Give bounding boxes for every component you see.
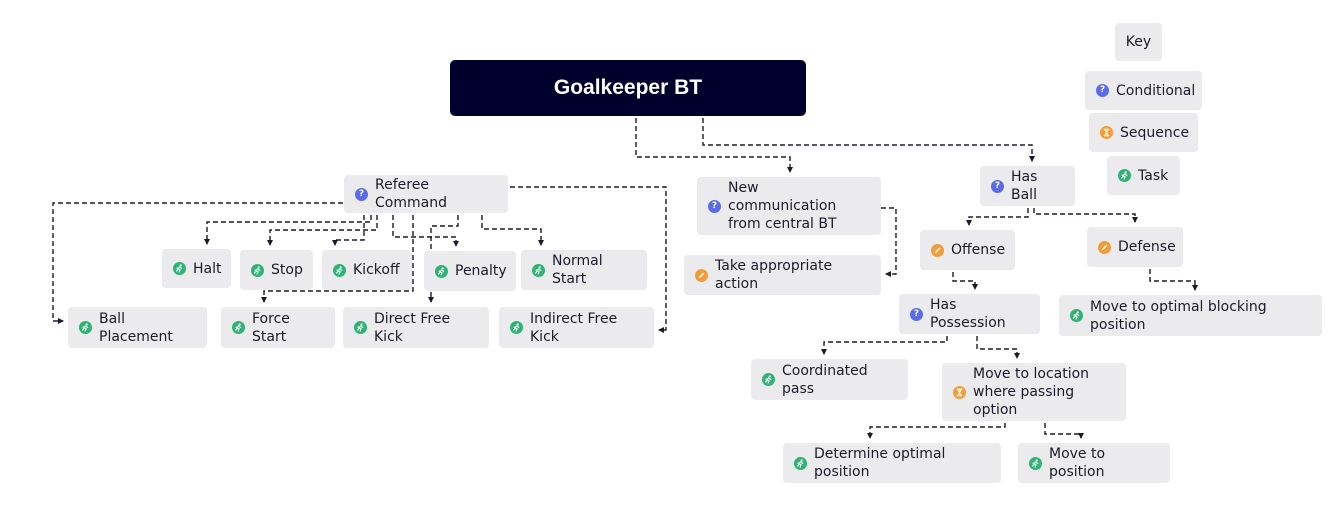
node-label: Ball Placement <box>99 310 173 345</box>
key-item-label: Conditional <box>1116 82 1196 99</box>
edge-move-to-location-to-determine-optimal <box>867 423 1006 439</box>
edge-referee-command-to-halt <box>204 215 372 245</box>
indirect-free-kick-node[interactable]: Indirect Free Kick <box>499 307 654 348</box>
edge-title-to-new-communication <box>635 118 793 173</box>
node-label: Direct Free Kick <box>374 310 451 345</box>
move-blocking-node[interactable]: Move to optimal blocking position <box>1059 295 1322 336</box>
edge-offense-to-has-possession <box>952 272 978 290</box>
node-label: Penalty <box>455 263 507 279</box>
title-node[interactable]: Goalkeeper BT <box>450 60 806 116</box>
runner-icon <box>173 262 186 275</box>
node-label: Determine optimal position <box>814 446 946 480</box>
title-label: Goalkeeper BT <box>553 76 703 99</box>
node-label: Coordinated pass <box>782 362 868 397</box>
ball-placement-node[interactable]: Ball Placement <box>68 307 207 348</box>
node-label: Move to location where passing option <box>973 366 1090 418</box>
node-label: Stop <box>271 262 303 278</box>
move-to-position-node[interactable]: Move to position <box>1018 443 1170 483</box>
key-heading: Key <box>1115 23 1162 61</box>
halt-node[interactable]: Halt <box>162 249 231 288</box>
node-label: New communication from central BT <box>728 180 837 232</box>
node-label: Referee Command <box>375 177 447 211</box>
edge-referee-command-to-penalty <box>392 215 459 247</box>
runner-icon <box>435 264 448 278</box>
coordinated-pass-node[interactable]: Coordinated pass <box>751 359 908 400</box>
node-label: Take appropriate action <box>715 258 833 292</box>
node-label: Has Ball <box>1011 169 1038 203</box>
kickoff-node[interactable]: Kickoff <box>322 250 412 290</box>
question-icon: ? <box>355 187 368 201</box>
pencil-icon <box>931 243 944 257</box>
node-label: Normal Start <box>552 253 603 287</box>
node-label: Indirect Free Kick <box>530 310 618 345</box>
node-label: Has Possession <box>930 297 1006 331</box>
node-label: Kickoff <box>353 262 400 278</box>
offense-node[interactable]: Offense <box>920 230 1015 270</box>
runner-icon <box>1029 456 1042 470</box>
question-icon: ? <box>1096 84 1109 97</box>
node-label: Force Start <box>252 310 290 345</box>
runner-icon <box>1118 169 1131 182</box>
has-ball-node[interactable]: ? Has Ball <box>980 166 1075 206</box>
sequence-icon <box>953 385 966 399</box>
determine-optimal-node[interactable]: Determine optimal position <box>783 443 1001 483</box>
edge-has-ball-to-defense <box>1033 208 1138 223</box>
runner-icon <box>232 321 245 334</box>
runner-icon <box>354 321 367 334</box>
edge-new-communication-to-take-action <box>881 207 897 277</box>
has-possession-node[interactable]: ? Has Possession <box>899 294 1040 334</box>
runner-icon <box>794 456 807 470</box>
runner-icon <box>1070 309 1083 322</box>
runner-icon <box>251 263 264 277</box>
key-item-sequence: Sequence <box>1089 113 1198 152</box>
edge-has-ball-to-offense <box>966 208 1029 226</box>
key-heading-label: Key <box>1125 34 1152 50</box>
force-start-node[interactable]: Force Start <box>221 307 335 348</box>
runner-icon <box>79 321 92 334</box>
edge-title-to-has-ball <box>702 118 1035 162</box>
edge-referee-command-to-kickoff <box>332 215 365 246</box>
pencil-icon <box>1098 240 1111 254</box>
question-icon: ? <box>708 199 721 213</box>
referee-command-node[interactable]: ? Referee Command <box>344 175 508 213</box>
node-label: Offense <box>951 242 1006 258</box>
key-item-task: Task <box>1107 156 1180 195</box>
runner-icon <box>510 321 523 334</box>
node-label: Move to position <box>1049 446 1106 480</box>
key-item-conditional: ? Conditional <box>1085 71 1202 110</box>
edge-move-to-location-to-move-to-position <box>1044 423 1084 439</box>
edge-defense-to-move-blocking <box>1149 269 1198 291</box>
stop-node[interactable]: Stop <box>240 250 313 290</box>
edge-referee-command-to-normal-start <box>481 215 544 246</box>
normal-start-node[interactable]: Normal Start <box>521 250 647 290</box>
edge-referee-command-to-ball-placement <box>52 202 343 324</box>
edge-has-possession-to-move-to-location <box>976 336 1020 359</box>
sequence-icon <box>1100 126 1113 139</box>
take-action-node[interactable]: Take appropriate action <box>684 255 881 295</box>
edge-referee-command-to-indirect-free-kick <box>510 186 667 333</box>
new-communication-node[interactable]: ? New communication from central BT <box>697 177 881 235</box>
question-icon: ? <box>991 179 1004 193</box>
edge-referee-command-to-stop <box>267 215 378 246</box>
node-label: Halt <box>193 260 222 277</box>
pencil-icon <box>695 268 708 282</box>
move-to-location-node[interactable]: Move to location where passing option <box>942 363 1126 421</box>
defense-node[interactable]: Defense <box>1087 227 1183 267</box>
edge-has-possession-to-coordinated-pass <box>821 336 948 355</box>
runner-icon <box>333 263 346 277</box>
key-item-label: Task <box>1138 167 1169 184</box>
runner-icon <box>532 263 545 277</box>
node-label: Defense <box>1118 239 1176 255</box>
runner-icon <box>762 373 775 386</box>
key-item-label: Sequence <box>1120 124 1190 141</box>
penalty-node[interactable]: Penalty <box>424 251 516 291</box>
node-label: Move to optimal blocking position <box>1090 298 1267 333</box>
question-icon: ? <box>910 307 923 321</box>
direct-free-kick-node[interactable]: Direct Free Kick <box>343 307 489 348</box>
